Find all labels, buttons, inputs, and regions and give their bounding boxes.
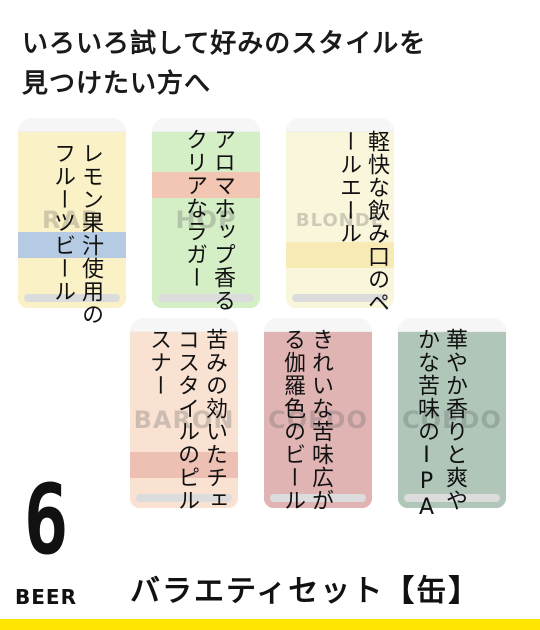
can-brand: COEDO	[268, 406, 368, 434]
can-caption-pilsner: 苦みの効いたチェコスタイルのピルスナー	[146, 328, 227, 512]
beer-count-unit: BEER	[15, 585, 77, 609]
beer-can-lager: HOP	[152, 118, 260, 308]
headline: いろいろ試して好みのスタイルを 見つけたい方へ	[22, 24, 522, 104]
beer-can-pilsner: BARON	[130, 318, 238, 508]
can-caption-ipa: 華やか香りと爽やかな苦味のIPA	[414, 328, 467, 521]
can-caption-pale-ale: 軽快な飲み口のペールエール	[336, 130, 389, 314]
beer-can-ipa: COEDO	[398, 318, 506, 508]
can-brand: BLONDE	[295, 210, 385, 231]
headline-line-2: 見つけたい方へ	[22, 69, 212, 99]
can-caption-lager: アロマホップ香るクリアなラガー	[182, 128, 235, 312]
beer-count-number: 6	[23, 464, 69, 576]
beer-can-kyara: COEDO	[264, 318, 372, 508]
beer-can-lemon: RAD	[18, 118, 126, 308]
can-brand: BARON	[133, 406, 235, 434]
can-brand: COEDO	[402, 406, 502, 434]
product-title: バラエティセット【缶】	[130, 574, 481, 609]
can-caption-kyara: きれいな苦味広がる伽羅色のビール	[280, 328, 333, 512]
headline-line-1: いろいろ試して好みのスタイルを	[22, 29, 427, 59]
beer-can-pale-ale: BLONDE	[286, 118, 394, 308]
accent-bar	[0, 619, 540, 630]
can-brand: HOP	[175, 206, 237, 234]
can-brand: RAD	[42, 206, 102, 234]
can-caption-lemon: レモン果汁使用のフルーツビール	[50, 142, 103, 326]
